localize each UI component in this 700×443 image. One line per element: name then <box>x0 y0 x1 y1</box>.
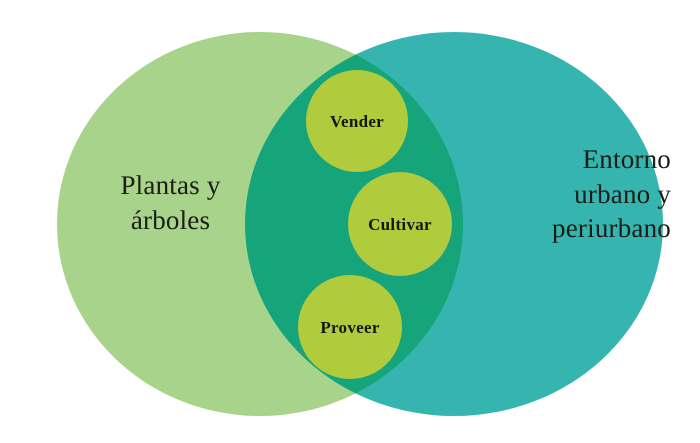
intersection-item-circle-cultivar <box>348 172 452 276</box>
intersection-item-label-vender: Vender <box>329 112 385 131</box>
intersection-item-label-proveer: Proveer <box>320 318 380 337</box>
left-set-label: Plantas y árboles <box>120 170 221 235</box>
right-set-label: Entorno urbano y periurbano <box>552 144 671 244</box>
intersection-item-label-cultivar: Cultivar <box>368 215 432 234</box>
intersection-item-circle-vender <box>306 70 408 172</box>
intersection-item-circle-proveer <box>298 275 402 379</box>
